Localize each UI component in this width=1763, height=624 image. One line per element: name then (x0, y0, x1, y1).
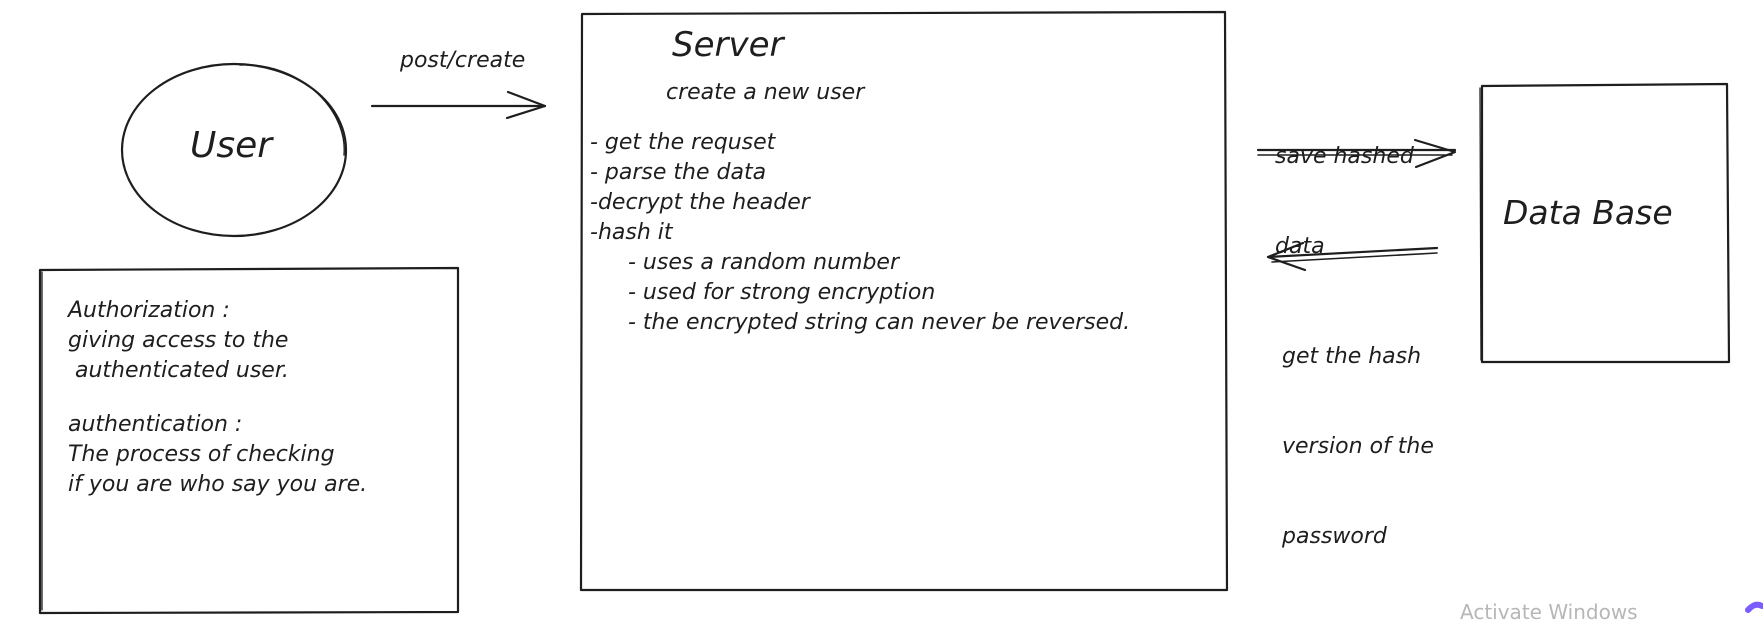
server-step: -decrypt the header (590, 190, 810, 215)
server-step: - parse the data (590, 160, 767, 185)
notes-spacer (68, 386, 367, 410)
get-hash-line: version of the (1282, 434, 1434, 459)
server-substep: - used for strong encryption (628, 280, 936, 305)
server-step: -hash it (590, 220, 673, 245)
get-hash-line: get the hash (1282, 344, 1422, 369)
get-hash-line: password (1282, 524, 1387, 549)
notes-box (38, 266, 460, 615)
user-label: User (190, 125, 273, 166)
authorization-line: giving access to the (68, 328, 289, 353)
corner-accent (1745, 601, 1763, 613)
database-box (1480, 82, 1731, 364)
save-hashed-label: save hashed data (1275, 82, 1414, 322)
authentication-line: The process of checking (68, 442, 335, 467)
authentication-line: if you are who say you are. (68, 472, 368, 497)
server-steps-list: - get the requset - parse the data -decr… (590, 128, 1130, 338)
authentication-heading: authentication : (68, 412, 243, 437)
post-create-arrow (370, 90, 547, 120)
server-substep: - the encrypted string can never be reve… (628, 310, 1131, 335)
notes-text: Authorization : giving access to the aut… (68, 296, 367, 500)
authorization-heading: Authorization : (68, 298, 230, 323)
server-step: - get the requset (590, 130, 776, 155)
server-subtitle: create a new user (666, 80, 865, 105)
get-hash-arrow (1266, 241, 1439, 272)
server-box (579, 10, 1229, 592)
database-label: Data Base (1503, 193, 1673, 232)
post-create-label: post/create (400, 48, 526, 73)
activate-windows-watermark: Activate Windows (1460, 600, 1638, 624)
get-hash-label: get the hash version of the password (1282, 282, 1434, 612)
user-circle (120, 62, 348, 238)
server-title: Server (672, 25, 784, 65)
save-hashed-arrow (1256, 138, 1457, 169)
authorization-line: authenticated user. (68, 358, 289, 383)
save-hashed-line: data (1275, 234, 1325, 259)
server-substep: - uses a random number (628, 250, 899, 275)
save-hashed-line: save hashed (1275, 144, 1414, 169)
